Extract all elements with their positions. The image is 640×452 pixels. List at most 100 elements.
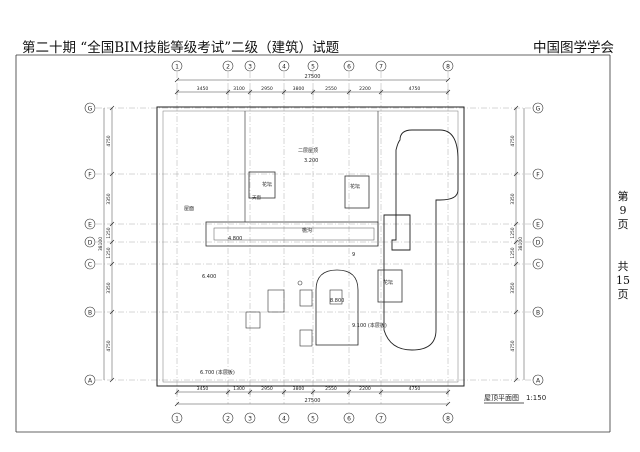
plan-scale: 1:150 <box>526 394 546 402</box>
col-axis-label: 6 <box>347 415 351 422</box>
dim-label: 3350 <box>510 193 516 204</box>
dim-label: 1300 <box>233 386 245 392</box>
dim-tick <box>513 309 519 315</box>
col-axis-bubble <box>171 412 183 424</box>
row-axis-bubble <box>532 374 544 386</box>
row-axis-label: C <box>536 261 540 268</box>
plan-title: 屋顶平面图 <box>484 394 519 402</box>
dim-tick <box>513 171 519 177</box>
col-axis-label: 8 <box>446 63 450 70</box>
dim-tick <box>445 401 451 407</box>
flower-bed-2-label: 花坛 <box>350 183 360 190</box>
flower-bed-2 <box>344 175 370 209</box>
dim-label: 4750 <box>106 135 112 146</box>
dim-label: 3800 <box>293 86 305 92</box>
row-axis-bubble <box>84 306 96 318</box>
col-axis-bubble <box>278 60 290 72</box>
dim-tick <box>513 239 519 245</box>
total-unit: 页 <box>617 288 629 301</box>
dim-tick <box>513 377 519 383</box>
skylight-box-5 <box>329 289 343 305</box>
row-axis-label: A <box>88 377 93 384</box>
elev-right-label: 9.100 (本层板) <box>352 322 387 329</box>
col-axis-bubble <box>222 412 234 424</box>
row-axis-label: E <box>88 221 92 228</box>
dim-label: 2550 <box>325 386 337 392</box>
col-axis-label: 2 <box>226 415 230 422</box>
dim-tick <box>109 377 115 383</box>
row-axis-label: D <box>88 239 93 246</box>
parapet-inner-line <box>162 110 459 383</box>
elev-mid-label: 8.800 <box>330 298 344 304</box>
col-axis-label: 1 <box>175 63 179 70</box>
skylight-box-3 <box>299 289 313 307</box>
row-axis-label: D <box>536 239 541 246</box>
col-axis-label: 2 <box>226 63 230 70</box>
row-axis-label: G <box>88 105 93 112</box>
gutter-label: 檐沟 <box>302 227 312 234</box>
dim-label: 4750 <box>409 386 421 392</box>
row-axis-bubble <box>532 306 544 318</box>
gutter-outline <box>205 221 379 247</box>
col-axis-label: 5 <box>311 63 315 70</box>
dim-label: 3450 <box>197 386 209 392</box>
dim-tick <box>109 261 115 267</box>
dim-tick <box>174 401 180 407</box>
elev-main-label: 6.400 <box>202 274 216 280</box>
dim-label: 2550 <box>325 86 337 92</box>
row-axis-bubble <box>84 258 96 270</box>
dim-label: 3800 <box>293 386 305 392</box>
roof-main-label: 屋面 <box>184 206 194 212</box>
exam-title: 第二十期 “全国BIM技能等级考试”二级（建筑）试题 <box>22 40 340 56</box>
page-number-block: 第 9 页 <box>610 190 636 232</box>
total-number: 15 <box>616 274 630 287</box>
col-axis-label: 7 <box>379 415 383 422</box>
row-axis-label: G <box>536 105 541 112</box>
roof-drain-mark <box>297 280 303 286</box>
dim-tick <box>513 261 519 267</box>
total-pages-block: 共 15 页 <box>610 260 636 302</box>
dim-tick <box>174 77 180 83</box>
row-axis-label: E <box>536 221 540 228</box>
dim-tick <box>109 171 115 177</box>
col-axis-label: 8 <box>446 415 450 422</box>
dim-label: 1250 <box>510 247 516 258</box>
col-axis-bubble <box>442 60 454 72</box>
dim-tick <box>109 239 115 245</box>
gutter-inner <box>213 227 375 241</box>
dim-label: 3350 <box>106 282 112 293</box>
dim-label: 2950 <box>261 386 273 392</box>
skylight-box-4 <box>299 329 313 347</box>
dim-total-label: 38100 <box>518 237 524 251</box>
row-axis-label: B <box>88 309 92 316</box>
dim-label: 3450 <box>197 86 209 92</box>
row-axis-bubble <box>532 236 544 248</box>
dim-label: 4750 <box>510 340 516 351</box>
row-axis-bubble <box>84 168 96 180</box>
arched-roof-outline <box>315 269 359 346</box>
dim-label: 1250 <box>106 227 112 238</box>
col-axis-bubble <box>442 412 454 424</box>
row-axis-bubble <box>84 374 96 386</box>
dim-label: 3100 <box>233 86 245 92</box>
elev-gutter-label: 4.800 <box>228 236 242 242</box>
col-axis-label: 4 <box>282 63 286 70</box>
col-axis-bubble <box>307 412 319 424</box>
col-axis-bubble <box>343 60 355 72</box>
row-axis-bubble <box>84 218 96 230</box>
col-axis-bubble <box>278 412 290 424</box>
skylight-box-1 <box>267 289 285 313</box>
col-axis-bubble <box>244 60 256 72</box>
row-axis-bubble <box>532 218 544 230</box>
dim-tick <box>513 105 519 111</box>
col-axis-bubble <box>375 60 387 72</box>
col-axis-bubble <box>222 60 234 72</box>
flower-bed-1 <box>248 171 276 199</box>
col-axis-label: 7 <box>379 63 383 70</box>
page-label: 第 <box>617 190 629 203</box>
row-axis-label: A <box>536 377 541 384</box>
dim-label: 3350 <box>106 193 112 204</box>
row-axis-label: B <box>536 309 540 316</box>
